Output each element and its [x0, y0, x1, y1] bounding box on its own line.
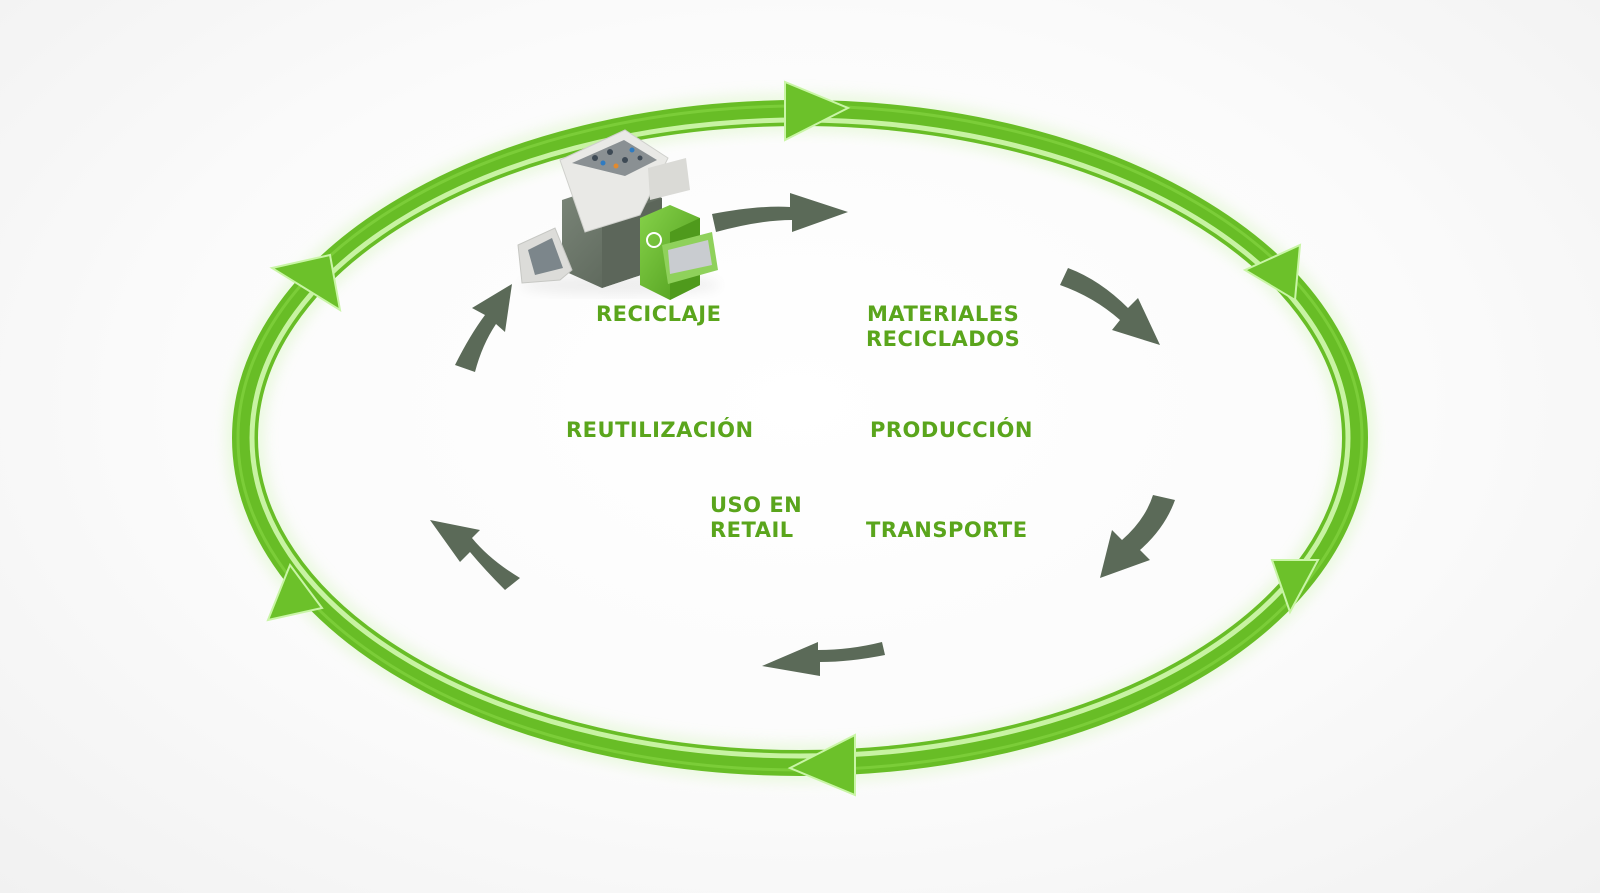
stage-label-line: USO EN	[710, 493, 803, 517]
stage-label-reciclaje: RECICLAJE	[596, 302, 722, 326]
stage-label-line: RETAIL	[710, 518, 794, 542]
stage-label-reutilizacion: REUTILIZACIÓN	[566, 418, 754, 442]
ring-arrowhead-left-bottom	[266, 562, 324, 622]
ring-arrowhead-right-top	[1242, 243, 1302, 302]
stage-label-line: RECICLADOS	[866, 327, 1021, 351]
flow-arrow-materiales-produccion	[1060, 268, 1160, 345]
flow-arrow-produccion-transporte	[1100, 495, 1175, 578]
recycle-symbol-icon	[646, 232, 662, 248]
ring-arrowheads	[266, 80, 1320, 797]
inner-flow-arrows	[430, 193, 1175, 676]
ring-arrowhead-top	[784, 80, 851, 142]
recycling-machine-icon	[517, 129, 720, 300]
stage-label-line: MATERIALES	[866, 302, 1020, 326]
stage-label-materiales-reciclados: MATERIALES RECICLADOS	[866, 302, 1020, 352]
flow-arrow-transporte-retail	[762, 642, 885, 676]
flow-arrow-retail-reutilizacion	[430, 520, 520, 590]
ring-arrowhead-right-bottom	[1270, 559, 1320, 615]
stage-label-uso-en-retail: USO EN RETAIL	[710, 493, 802, 543]
flow-arrow-reciclaje-materiales	[712, 193, 848, 232]
ring-arrowhead-left-top	[269, 253, 342, 313]
flow-arrow-reutilizacion-reciclaje	[455, 284, 512, 372]
ring-arrowhead-bottom	[787, 733, 856, 797]
stage-label-produccion: PRODUCCIÓN	[870, 418, 1033, 442]
stage-label-transporte: TRANSPORTE	[866, 518, 1028, 542]
